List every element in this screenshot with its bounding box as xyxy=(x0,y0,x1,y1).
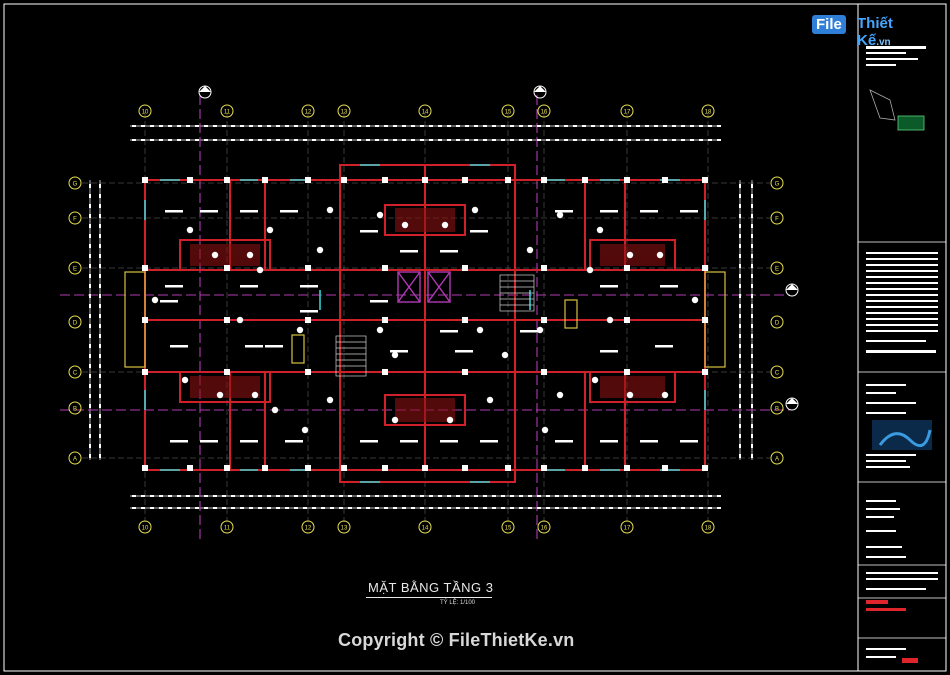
svg-text:18: 18 xyxy=(705,110,712,116)
axis-bubble-right: D xyxy=(770,315,784,329)
logo-brand-text: Thiết Kế xyxy=(857,15,893,49)
svg-text:A: A xyxy=(775,457,779,463)
axis-bubble-left: A xyxy=(68,451,82,465)
svg-text:E: E xyxy=(775,267,779,273)
drawing-title: MẶT BẰNG TẦNG 3 xyxy=(368,580,494,595)
filethietke-logo: File Thiết Kế.vn xyxy=(812,8,922,49)
title-block-frame xyxy=(857,3,947,672)
svg-text:14: 14 xyxy=(422,110,429,116)
axis-bubble-left: G xyxy=(68,176,82,190)
axis-bubble-bottom: 15 xyxy=(501,520,515,534)
svg-text:16: 16 xyxy=(541,526,548,532)
title-block-rows xyxy=(858,241,946,639)
svg-text:18: 18 xyxy=(705,526,712,532)
key-plan-thumbnail xyxy=(869,89,925,131)
svg-text:16: 16 xyxy=(541,110,548,116)
drawing-title-underline xyxy=(366,597,492,598)
axis-bubble-left: D xyxy=(68,315,82,329)
svg-text:C: C xyxy=(73,371,78,377)
title-block-fine-text xyxy=(866,46,938,658)
axis-bubble-bottom: 11 xyxy=(220,520,234,534)
axis-bubble-top: 13 xyxy=(337,104,351,118)
sanitary-fixtures xyxy=(151,206,699,434)
logo-domain-text: .vn xyxy=(876,37,891,48)
axis-bubble-left: C xyxy=(68,365,82,379)
axis-bubble-right: A xyxy=(770,451,784,465)
svg-text:D: D xyxy=(775,321,780,327)
logo-brand-word: Thiết Kế.vn xyxy=(857,15,922,49)
copyright-watermark: Copyright © FileThietKe.vn xyxy=(338,630,575,650)
axis-bubble-top: 12 xyxy=(301,104,315,118)
axis-bubble-top: 15 xyxy=(501,104,515,118)
axis-bubble-top: 14 xyxy=(418,104,432,118)
structural-columns xyxy=(89,125,753,509)
svg-text:15: 15 xyxy=(505,526,512,532)
axis-bubble-bottom: 13 xyxy=(337,520,351,534)
axis-bubble-top: 10 xyxy=(138,104,152,118)
svg-text:15: 15 xyxy=(505,110,512,116)
stair-cores xyxy=(335,274,535,377)
svg-text:D: D xyxy=(73,321,78,327)
axis-bubble-right: E xyxy=(770,261,784,275)
axis-bubble-left: F xyxy=(68,211,82,225)
room-labels xyxy=(160,210,698,443)
svg-text:11: 11 xyxy=(224,110,231,116)
axis-bubble-right: C xyxy=(770,365,784,379)
company-logo-mark xyxy=(872,420,932,450)
axis-bubble-top: 16 xyxy=(537,104,551,118)
svg-text:B: B xyxy=(775,407,779,413)
axis-bubble-bottom: 16 xyxy=(537,520,551,534)
axis-bubble-top: 18 xyxy=(701,104,715,118)
axis-bubble-bottom: 14 xyxy=(418,520,432,534)
svg-text:14: 14 xyxy=(422,526,429,532)
svg-text:F: F xyxy=(73,217,77,223)
axis-bubble-bottom: 12 xyxy=(301,520,315,534)
svg-text:F: F xyxy=(775,217,779,223)
axis-bubble-right: B xyxy=(770,401,784,415)
svg-text:C: C xyxy=(775,371,780,377)
svg-text:17: 17 xyxy=(624,110,631,116)
svg-text:A: A xyxy=(73,457,77,463)
svg-text:10: 10 xyxy=(142,110,149,116)
axis-bubble-bottom: 10 xyxy=(138,520,152,534)
drawing-scale: TỶ LỆ: 1/100 xyxy=(440,600,476,606)
axis-bubble-bottom: 18 xyxy=(701,520,715,534)
title-block-red-marks xyxy=(866,600,918,663)
logo-file-word: File xyxy=(812,15,846,34)
section-markers xyxy=(198,85,799,411)
svg-text:10: 10 xyxy=(142,526,149,532)
axis-bubble-left: B xyxy=(68,401,82,415)
svg-text:13: 13 xyxy=(341,110,348,116)
axis-bubble-top: 11 xyxy=(220,104,234,118)
svg-text:12: 12 xyxy=(305,110,312,116)
axis-bubble-bottom: 17 xyxy=(620,520,634,534)
axis-bubble-top: 17 xyxy=(620,104,634,118)
axis-bubble-right: F xyxy=(770,211,784,225)
svg-text:E: E xyxy=(73,267,77,273)
svg-text:11: 11 xyxy=(224,526,231,532)
svg-text:G: G xyxy=(73,182,78,188)
svg-text:B: B xyxy=(73,407,77,413)
axis-bubble-left: E xyxy=(68,261,82,275)
elevator-shafts xyxy=(397,271,451,303)
svg-text:12: 12 xyxy=(305,526,312,532)
axis-bubble-right: G xyxy=(770,176,784,190)
svg-text:17: 17 xyxy=(624,526,631,532)
svg-text:13: 13 xyxy=(341,526,348,532)
svg-text:G: G xyxy=(775,182,780,188)
dimension-lines xyxy=(89,125,753,509)
